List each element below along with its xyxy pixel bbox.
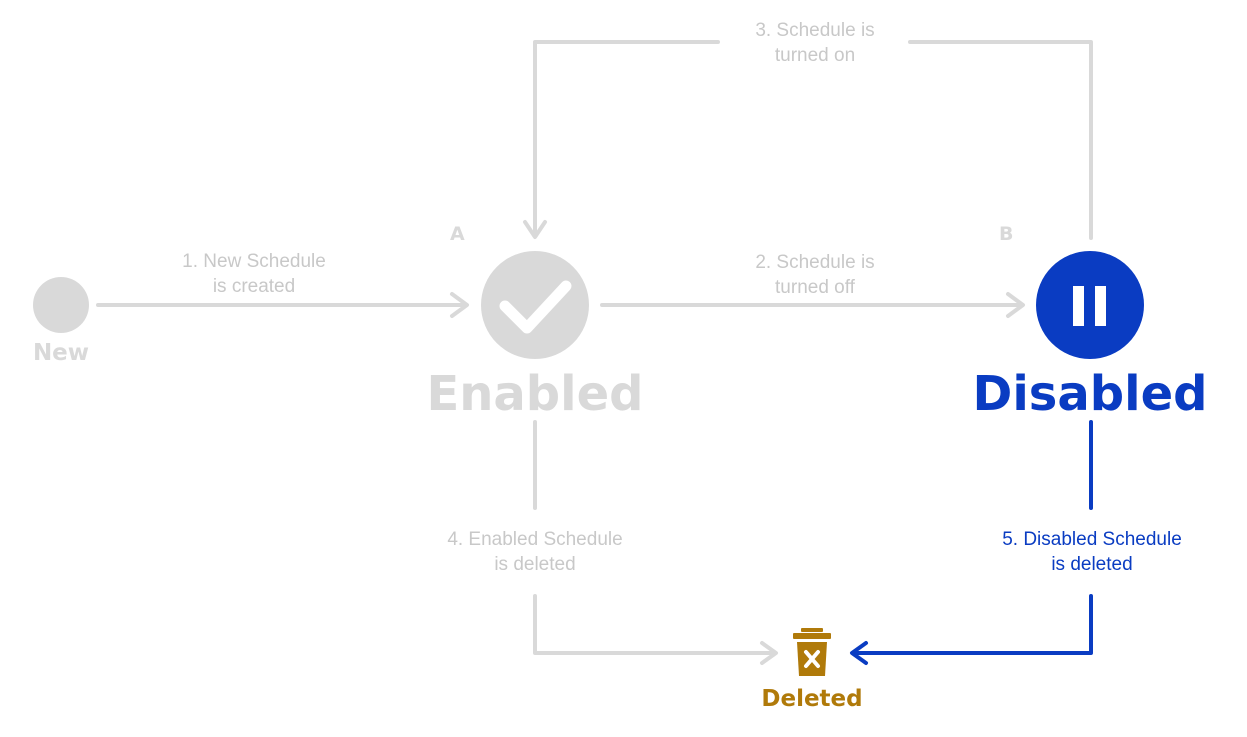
new-state-label: New xyxy=(32,340,90,366)
deleted-state-label: Deleted xyxy=(761,686,863,712)
enabled-state-label: Enabled xyxy=(426,366,644,422)
transition-enabled-to-deleted xyxy=(533,420,778,665)
new-state-node xyxy=(33,277,89,333)
disabled-state-label: Disabled xyxy=(972,366,1208,422)
disabled-state-node xyxy=(1036,251,1144,359)
trash-icon xyxy=(793,628,831,676)
transition-disabled-to-enabled xyxy=(523,40,1093,240)
transition-enabled-to-disabled xyxy=(600,292,1025,318)
pause-icon xyxy=(1073,286,1106,326)
transition-disabled-to-deleted xyxy=(850,420,1093,665)
checkmark-icon xyxy=(499,280,572,334)
transition-new-to-enabled xyxy=(96,292,469,318)
enabled-state-node xyxy=(481,251,589,359)
enabled-marker: A xyxy=(450,223,465,245)
disabled-marker: B xyxy=(999,223,1014,245)
